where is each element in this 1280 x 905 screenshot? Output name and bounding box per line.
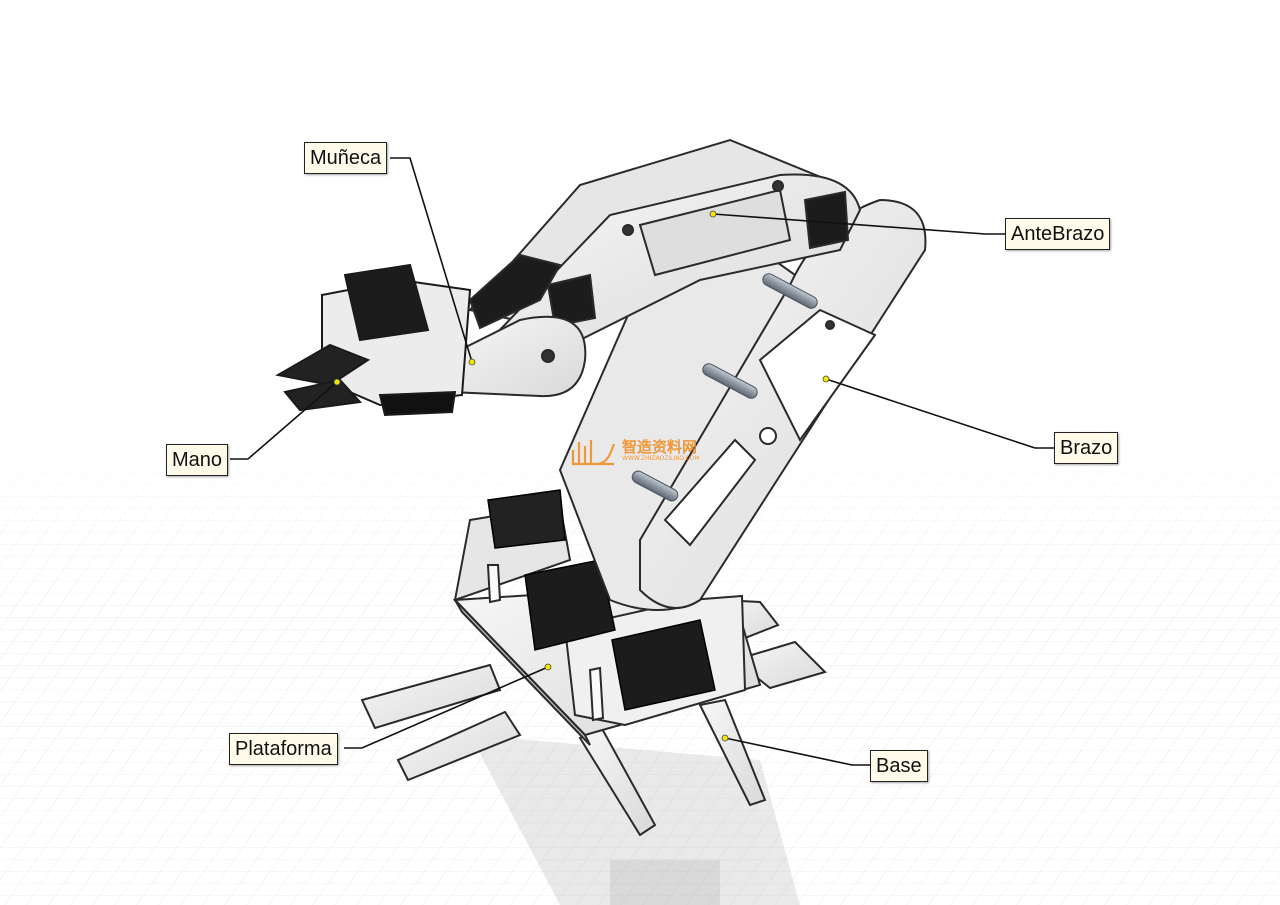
leader-plataforma (344, 666, 549, 749)
label-base: Base (870, 750, 928, 782)
label-plataforma: Plataforma (229, 733, 338, 765)
anchor-antebrazo (709, 210, 717, 218)
anchor-plataforma (544, 663, 552, 671)
leader-brazo (825, 378, 1055, 449)
label-antebrazo: AnteBrazo (1005, 218, 1111, 250)
anchor-mano (333, 378, 341, 386)
watermark-logo-icon (571, 440, 616, 466)
label-brazo: Brazo (1054, 432, 1119, 464)
label-mano: Mano (166, 444, 229, 476)
leader-base (724, 737, 870, 766)
anchor-base (721, 734, 729, 742)
leader-muneca (390, 157, 473, 363)
watermark: 智造资料网 WWW.ZHIZAOZILIAO.COM (570, 436, 700, 466)
leader-mano (230, 381, 338, 460)
antebrazo-part (468, 138, 862, 347)
brazo-part (558, 198, 927, 611)
muneca-part (438, 253, 587, 398)
base-servos (487, 489, 716, 711)
watermark-title: 智造资料网 (622, 438, 698, 456)
leader-lines (230, 157, 1055, 766)
mano-part (275, 263, 472, 417)
leader-antebrazo (712, 213, 1005, 235)
anchor-muneca (468, 358, 476, 366)
watermark-subtitle: WWW.ZHIZAOZILIAO.COM (622, 455, 700, 462)
anchor-dots (333, 210, 830, 742)
anchor-brazo (822, 375, 830, 383)
label-muneca: Muñeca (304, 142, 388, 174)
